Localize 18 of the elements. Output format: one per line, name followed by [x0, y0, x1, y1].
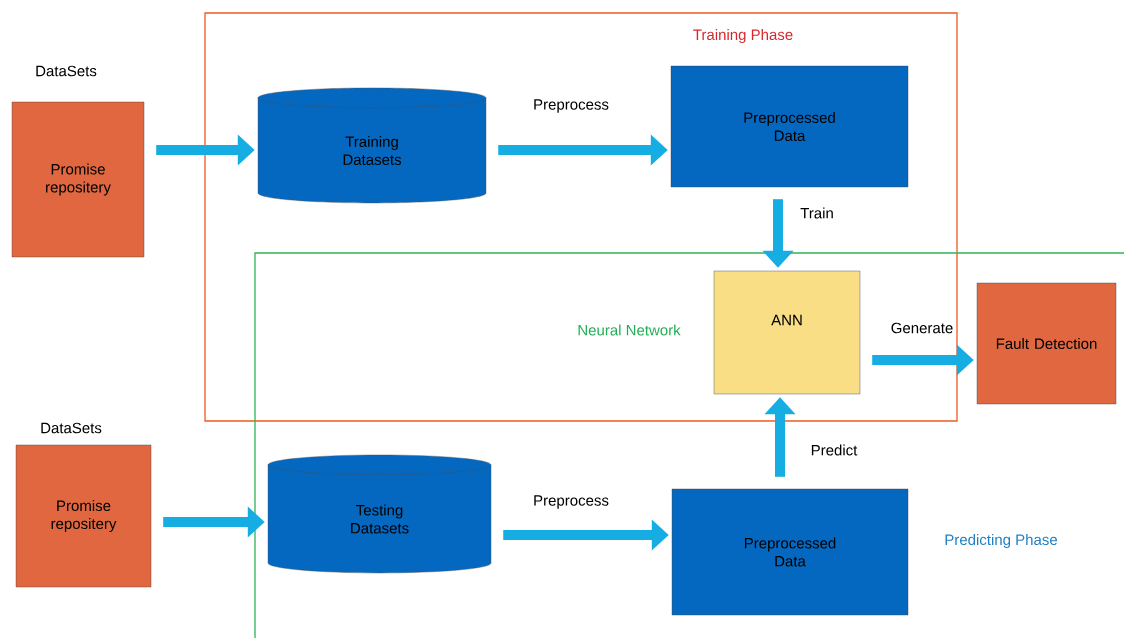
box-text: Preprocessed Data: [744, 112, 835, 141]
phase-label: Predicting Phase: [945, 534, 1057, 548]
phase-label: Training Phase: [693, 29, 793, 43]
edge-label: Preprocess: [532, 494, 610, 510]
box-text: Promise repositery: [51, 500, 117, 532]
box-heading: DataSets: [41, 422, 102, 434]
edge-label: Generate: [889, 321, 955, 335]
edge-label: Train: [799, 206, 835, 220]
edge-label: Preprocess: [532, 98, 610, 114]
box-text: Promise repositery: [46, 163, 111, 196]
box-text: ANN: [771, 314, 802, 326]
box-text: Preprocessed Data: [744, 537, 836, 567]
edge-label: Predict: [809, 443, 859, 457]
box-text: Fault Detection: [996, 338, 1097, 349]
database-cylinder: Testing Datasets: [267, 454, 492, 574]
caption-label: Neural Network: [578, 324, 681, 336]
database-cylinder: Training Datasets: [257, 87, 487, 204]
box-heading: DataSets: [36, 65, 97, 77]
